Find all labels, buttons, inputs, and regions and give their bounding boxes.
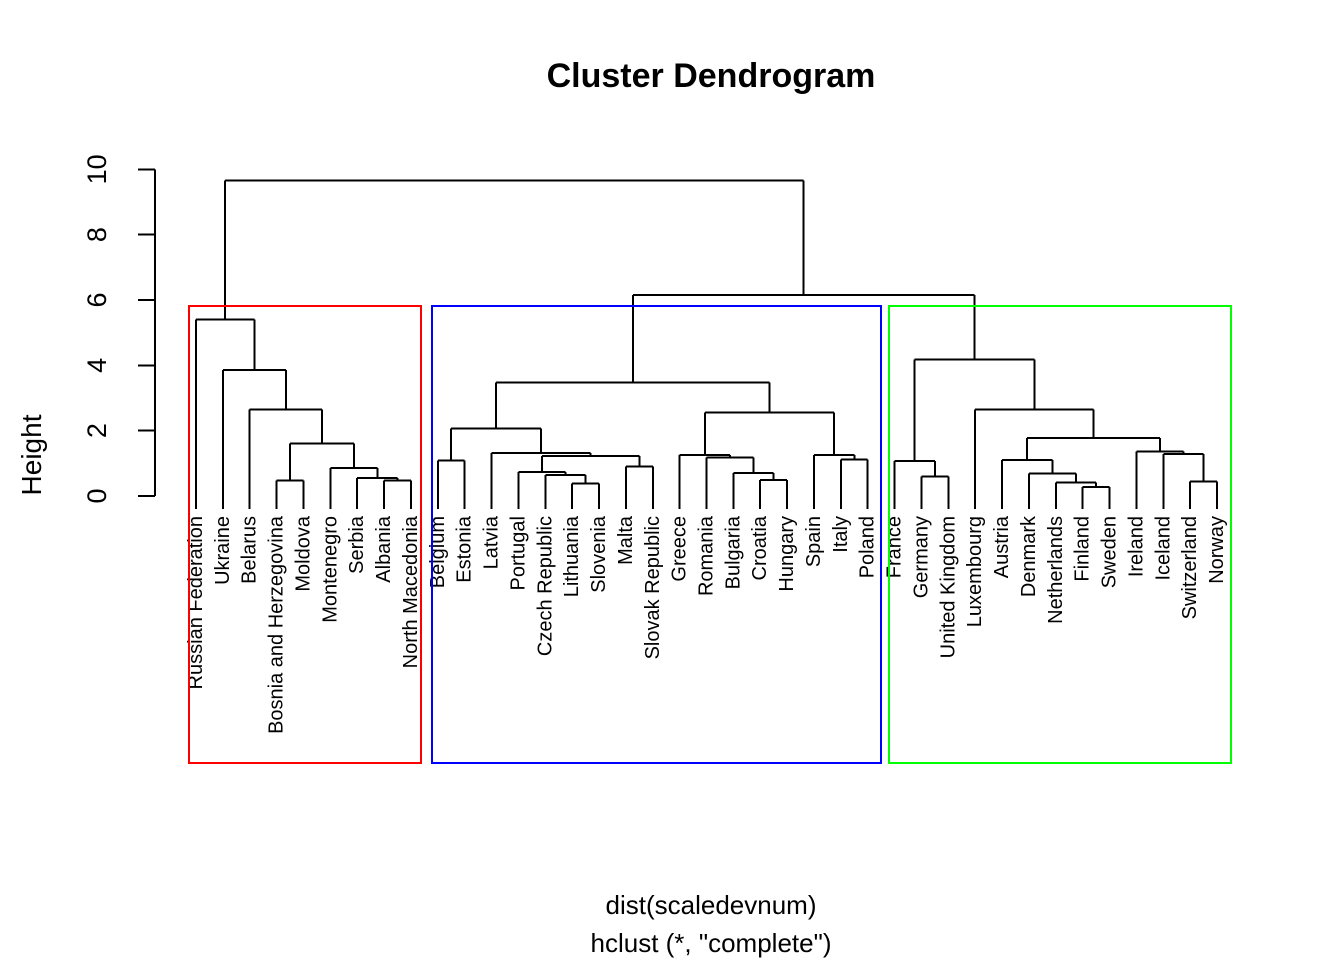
leaf-label: Latvia: [481, 515, 503, 569]
leaf-label: Austria: [991, 515, 1013, 578]
leaf-label: Albania: [373, 515, 395, 583]
leaf-label: Bosnia and Herzegovina: [266, 515, 288, 734]
leaf-label: Finland: [1072, 516, 1094, 582]
y-tick-label: 6: [82, 292, 112, 307]
leaf-label: Greece: [669, 516, 691, 582]
x-axis-caption: dist(scaledevnum) hclust (*, "complete"): [78, 886, 1344, 960]
cluster-box-3: [888, 305, 1232, 764]
leaf-label: Montenegro: [319, 516, 341, 623]
leaf-label: Spain: [803, 516, 825, 567]
leaf-label: Portugal: [507, 516, 529, 591]
leaf-label: Moldova: [292, 515, 314, 591]
leaf-label: Croatia: [749, 515, 771, 580]
leaf-label: Poland: [857, 516, 879, 578]
leaf-label: Iceland: [1152, 516, 1174, 581]
y-tick-label: 8: [82, 227, 112, 242]
leaf-label: Romania: [695, 515, 717, 596]
chart-title: Cluster Dendrogram: [546, 57, 876, 95]
leaf-label: Hungary: [776, 516, 798, 592]
leaf-label: Sweden: [1099, 516, 1121, 588]
leaf-label: Italy: [830, 516, 852, 553]
leaf-label: Serbia: [346, 515, 368, 574]
leaf-label: Lithuania: [561, 515, 583, 597]
y-tick-label: 10: [82, 154, 112, 184]
leaf-label: Russian Federation: [185, 516, 207, 689]
leaf-label: Denmark: [1018, 515, 1040, 597]
leaf-label: Estonia: [454, 515, 476, 583]
leaf-label: Czech Republic: [534, 516, 556, 656]
leaf-label: Netherlands: [1045, 516, 1067, 624]
y-tick-label: 2: [82, 423, 112, 438]
leaf-label: Slovak Republic: [642, 516, 664, 659]
leaf-label: Belarus: [239, 516, 261, 584]
leaf-label: Belgium: [427, 516, 449, 588]
leaf-label: Slovenia: [588, 515, 610, 593]
leaf-label: Ukraine: [212, 516, 234, 585]
leaf-label: Ireland: [1125, 516, 1147, 577]
y-tick-label: 0: [82, 488, 112, 503]
cluster-box-1: [188, 305, 422, 764]
leaf-label: Norway: [1206, 516, 1228, 584]
leaf-label: Switzerland: [1179, 516, 1201, 619]
x-axis-caption-line1: dist(scaledevnum): [605, 890, 817, 920]
y-axis-label: Height: [16, 414, 47, 496]
cluster-box-2: [431, 305, 882, 764]
leaf-label: France: [884, 516, 906, 578]
leaf-label: United Kingdom: [937, 516, 959, 658]
x-axis-caption-line2: hclust (*, "complete"): [590, 928, 832, 958]
leaf-label: Bulgaria: [722, 515, 744, 589]
leaf-label: Germany: [910, 516, 932, 598]
y-tick-label: 4: [82, 358, 112, 373]
leaf-label: Luxembourg: [964, 516, 986, 627]
leaf-label: North Macedonia: [400, 515, 422, 668]
leaf-label: Malta: [615, 515, 637, 565]
